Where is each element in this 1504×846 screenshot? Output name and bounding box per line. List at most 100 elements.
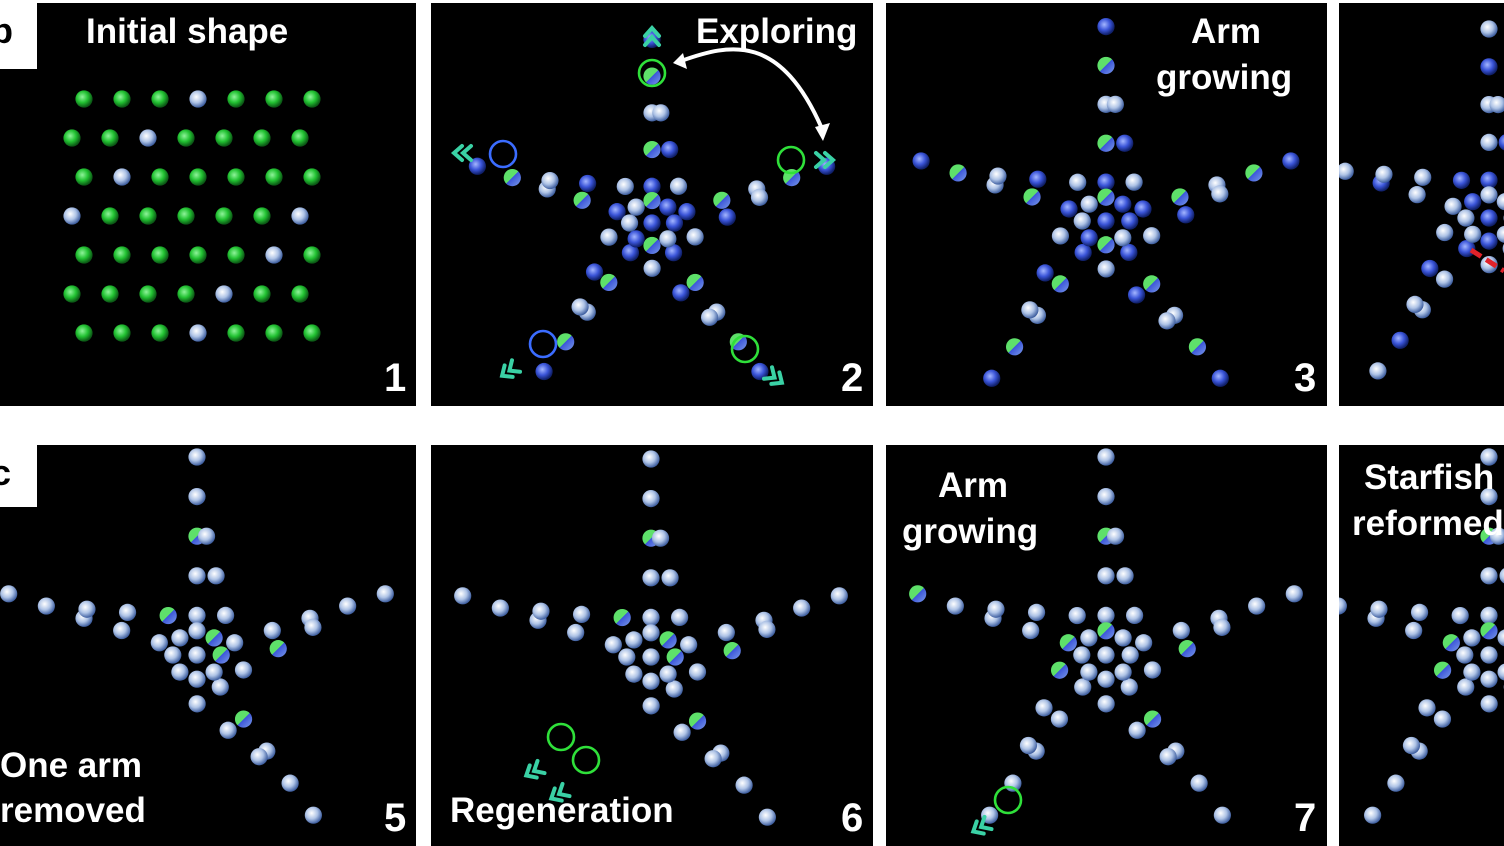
robot [909,585,927,603]
robot [1097,236,1115,254]
robot [1172,621,1190,640]
robot [188,695,206,713]
robot [1097,488,1115,506]
robot [1050,710,1069,728]
robot [1457,209,1475,227]
robot [1097,134,1115,152]
robot [585,263,604,281]
robot [1022,621,1040,640]
panel-2: Exploring 2 [431,3,873,406]
robot [1097,212,1115,230]
robot [1097,173,1115,191]
robot [535,362,553,381]
robot [1433,710,1452,728]
robot [188,567,206,585]
panel-7: Arm growing 7 [886,445,1327,846]
robot [1116,134,1134,152]
robot [188,448,206,466]
robot [227,324,245,342]
robot [643,214,661,232]
robot [189,90,207,108]
robot [643,177,661,195]
robot [189,168,207,186]
robot [751,362,769,381]
robot [642,608,660,626]
robot [188,622,206,640]
robot [912,152,930,170]
robot [642,490,660,508]
robot [665,680,683,698]
robot [113,324,131,342]
robot [1135,634,1153,652]
robot [1436,223,1454,242]
robot [532,602,550,620]
robot [627,198,645,216]
robot [227,90,245,108]
robot [1480,209,1498,227]
robot [1406,295,1424,313]
robot [643,236,661,255]
robot [78,600,96,618]
panel-title: Initial shape [86,12,289,51]
robot [234,661,253,679]
robot [1480,695,1498,713]
robot [989,167,1007,185]
robot [1463,663,1481,681]
ring-icon [571,745,601,775]
robot [171,663,189,681]
robot [735,776,753,794]
panel-3: Arm growing 3 [886,3,1327,406]
robot [729,333,747,351]
robot [1143,661,1162,679]
robot [983,369,1001,387]
robot [1125,173,1143,191]
robot [1027,603,1046,621]
panel-number: 7 [1294,796,1317,840]
robot [265,90,283,108]
robot [151,90,169,108]
robot [643,259,661,277]
robot [1120,243,1138,262]
chevron-arrow-icon [450,144,473,162]
panel-6: Regeneration 6 [431,445,873,846]
robot [1433,661,1452,679]
robot [1069,173,1087,191]
robot [666,648,684,666]
robot [1159,748,1177,766]
robot [151,324,169,342]
panel-number: 2 [841,356,864,400]
ring-icon [546,722,576,752]
robot [1097,260,1115,278]
panel-number: 1 [384,356,407,400]
robot [1121,212,1139,230]
robot [946,597,964,615]
robot [205,629,223,647]
cut-line-icon [1469,247,1504,274]
curved-arrow-icon [680,47,825,132]
robot [1248,597,1266,615]
robot [1171,188,1189,206]
robot [1496,193,1504,211]
robot [793,599,811,617]
robot [1035,699,1053,717]
robot [1073,646,1091,664]
robot [177,207,195,225]
robot [1464,225,1482,243]
robot [164,646,182,664]
robot [291,129,309,147]
panel-letter-c-overlay: c [0,445,37,507]
robot [1143,227,1161,245]
robot [1097,188,1115,206]
robot [1339,162,1354,180]
robot [678,203,696,221]
robot [1158,312,1176,330]
robot [1444,197,1462,215]
robot [263,621,281,640]
robot [1480,606,1498,624]
robot [113,621,131,640]
robot [688,712,707,730]
chevron-arrow-icon [499,358,523,379]
robot [75,90,93,108]
robot [1097,606,1115,624]
robot-swarm [1339,448,1504,824]
